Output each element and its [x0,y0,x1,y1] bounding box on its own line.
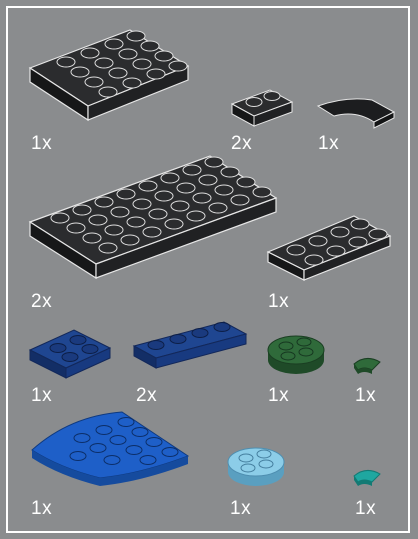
plate-1x2-black [230,84,294,128]
quantity-label: 1x [31,498,52,520]
quantity-label: 1x [318,133,339,155]
quantity-label: 1x [355,385,376,407]
plate-round-2x2-medium-azure [226,442,286,488]
plate-1x4-dark-blue [134,316,248,368]
plate-round-2x2-dark-green [266,330,326,376]
quantity-label: 1x [268,291,289,313]
tile-quarter-round-black [316,94,396,130]
quantity-label: 1x [31,385,52,407]
quantity-label: 1x [230,498,251,520]
plate-quarter-round-blue [30,412,190,494]
quantity-label: 1x [268,385,289,407]
quantity-label: 2x [31,291,52,313]
tile-quarter-round-dark-green [352,352,382,378]
plate-4x8-black [30,152,278,288]
quantity-label: 1x [355,498,376,520]
plate-4x4-black [30,16,190,128]
plate-2x2-dark-blue [30,322,112,378]
quantity-label: 2x [136,385,157,407]
tile-quarter-round-teal [352,464,382,490]
plate-2x4-black [268,208,392,280]
